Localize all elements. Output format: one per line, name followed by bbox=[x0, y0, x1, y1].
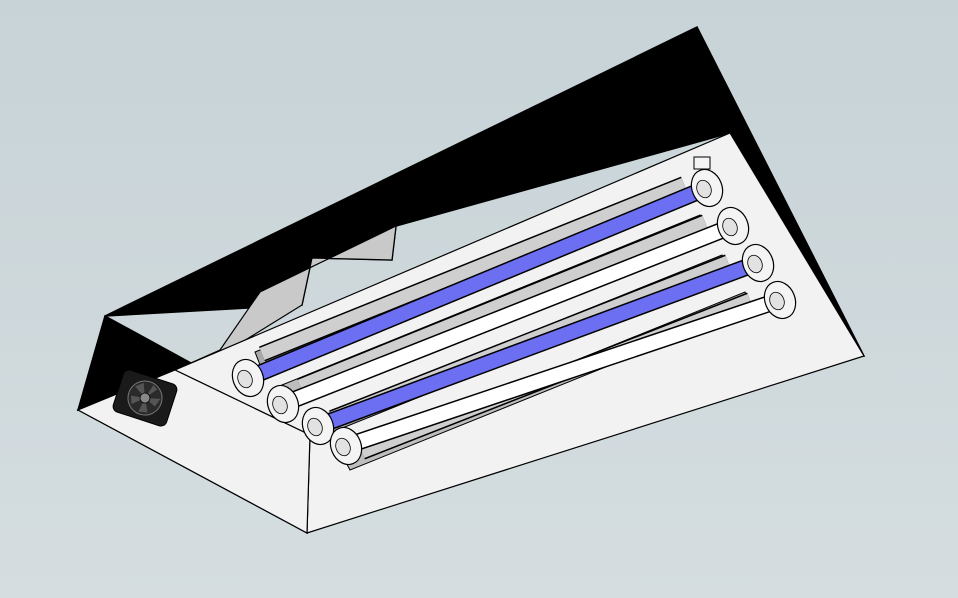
tube-1-left-cap-pin bbox=[237, 369, 253, 389]
tube-1-right-cap-pin bbox=[696, 179, 712, 199]
rear-rod-1 bbox=[259, 177, 687, 361]
tube-1-blue bbox=[245, 181, 710, 385]
tube-3-left-cap-pin bbox=[307, 417, 323, 437]
tube-3-blue bbox=[315, 256, 761, 433]
fluorescent-tubes bbox=[231, 168, 797, 466]
tube-2-left-cap-pin bbox=[272, 395, 288, 415]
tube-2-white bbox=[280, 219, 736, 411]
rear-rod-2 bbox=[297, 215, 708, 393]
tube-4-left-cap-pin bbox=[335, 437, 351, 457]
tube-2-right-cap-pin bbox=[722, 217, 738, 237]
tube-4-right-cap-pin bbox=[769, 291, 785, 311]
tube-3-right-cap-pin bbox=[747, 254, 763, 274]
fan-hub bbox=[139, 392, 151, 404]
cooling-fan bbox=[112, 369, 178, 427]
socket-bracket bbox=[693, 156, 711, 170]
tube-4-white bbox=[343, 293, 783, 453]
